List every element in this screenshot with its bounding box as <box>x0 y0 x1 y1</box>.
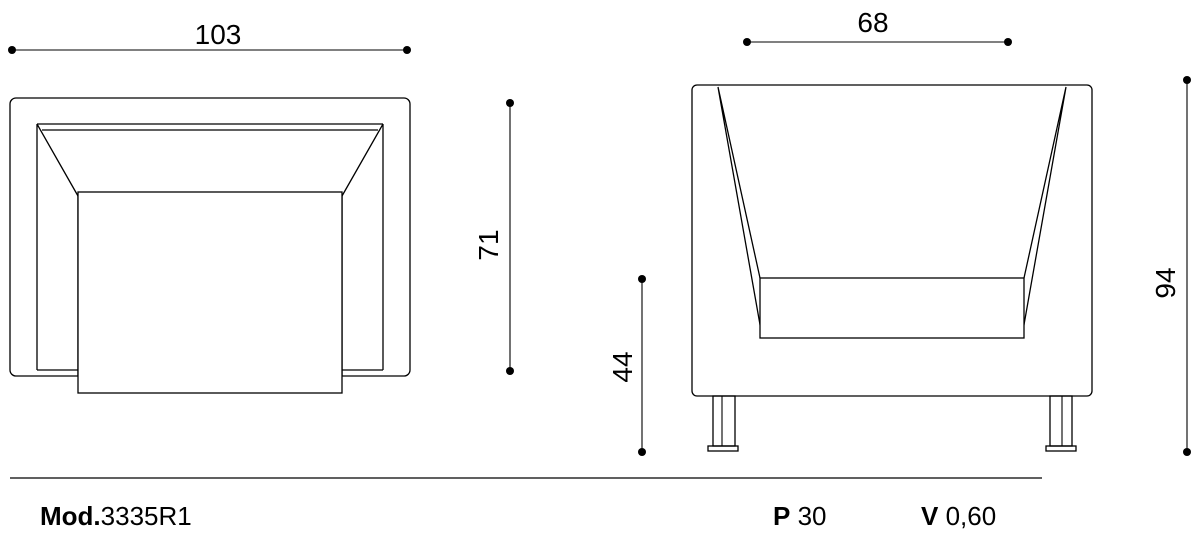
left-arm-front <box>717 86 763 337</box>
top-view: 103 71 <box>8 19 514 394</box>
width-dimension: 103 <box>8 19 411 54</box>
front-view: 68 44 94 <box>607 7 1191 456</box>
model-label: Mod. <box>40 501 101 531</box>
right-armrest <box>341 123 384 371</box>
depth-dimension: 71 <box>473 99 514 375</box>
p-label: P <box>773 501 791 531</box>
armchair-body <box>691 84 1093 397</box>
v-label: V <box>921 501 939 531</box>
left-leg <box>707 395 739 452</box>
left-armrest <box>36 123 79 371</box>
p-value: 30 <box>797 501 827 531</box>
seat-cushion <box>77 191 343 394</box>
height-dimension: 94 <box>1150 76 1191 456</box>
depth-dimension-label: 71 <box>473 229 504 260</box>
v-value: 0,60 <box>945 501 997 531</box>
side-width-dimension-label: 68 <box>857 7 888 38</box>
seat-height-dimension-label: 44 <box>607 351 638 382</box>
model-info: Mod.3335R1 <box>40 498 192 534</box>
footer: Mod.3335R1 P 30 V 0,60 <box>0 498 1200 534</box>
backrest <box>37 123 383 131</box>
right-arm-front <box>1021 86 1067 337</box>
v-info: V 0,60 <box>921 498 996 534</box>
side-width-dimension: 68 <box>743 7 1012 46</box>
seat-height-dimension: 44 <box>607 275 646 456</box>
right-leg <box>1045 395 1077 452</box>
seat-front <box>759 277 1025 339</box>
width-dimension-label: 103 <box>195 19 242 50</box>
p-info: P 30 <box>773 498 827 534</box>
model-value: 3335R1 <box>100 501 192 531</box>
height-dimension-label: 94 <box>1150 267 1181 298</box>
